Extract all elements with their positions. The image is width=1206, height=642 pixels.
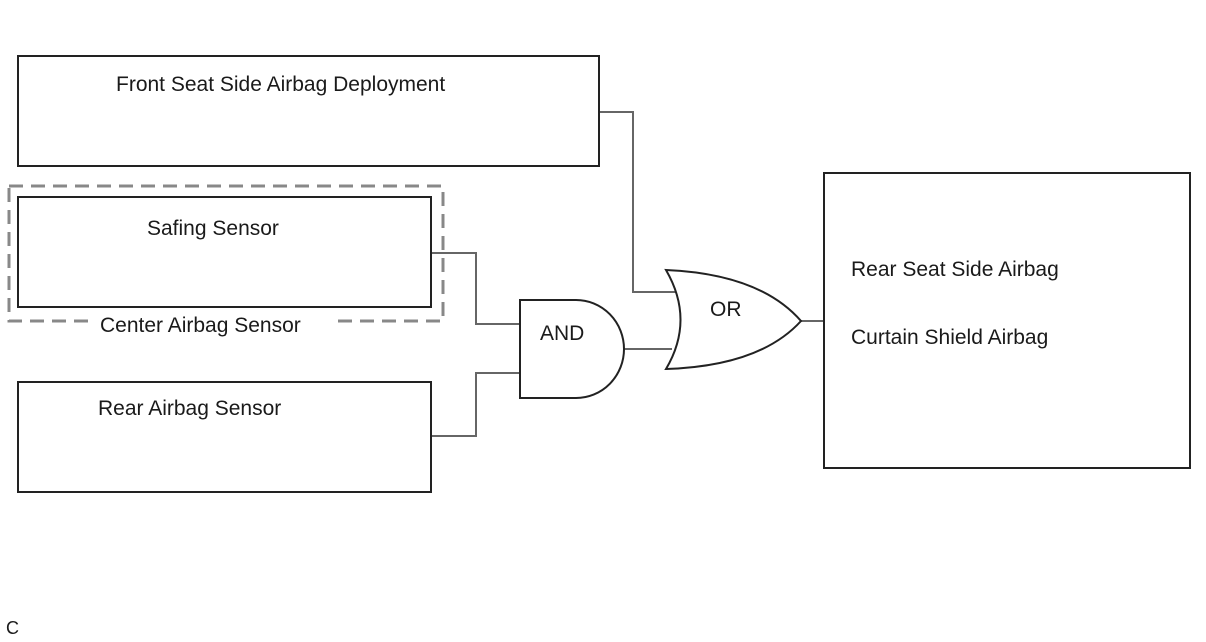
wire-safing-to-and xyxy=(432,252,520,325)
figure-reference-letter: C xyxy=(6,618,19,638)
curtain-shield-airbag-label: Curtain Shield Airbag xyxy=(851,326,1048,349)
wires xyxy=(432,111,824,437)
safing-sensor-box xyxy=(17,196,432,308)
front-seat-deployment-label: Front Seat Side Airbag Deployment xyxy=(116,73,445,96)
rear-airbag-sensor-box xyxy=(17,381,432,493)
output-airbags-box xyxy=(823,172,1191,469)
center-group-label-gap xyxy=(94,312,334,332)
center-airbag-sensor-label: Center Airbag Sensor xyxy=(100,314,301,337)
safing-sensor-label: Safing Sensor xyxy=(147,217,279,240)
rear-airbag-sensor-label: Rear Airbag Sensor xyxy=(98,397,281,420)
and-gate-label: AND xyxy=(540,322,584,345)
or-gate-label: OR xyxy=(710,298,742,321)
and-gate xyxy=(519,299,625,399)
wire-rear-sensor-to-and xyxy=(432,372,520,437)
or-gate xyxy=(664,268,803,371)
rear-seat-side-airbag-label: Rear Seat Side Airbag xyxy=(851,258,1059,281)
front-seat-deployment-box xyxy=(17,55,600,167)
wire-front-seat-to-or xyxy=(600,111,676,293)
